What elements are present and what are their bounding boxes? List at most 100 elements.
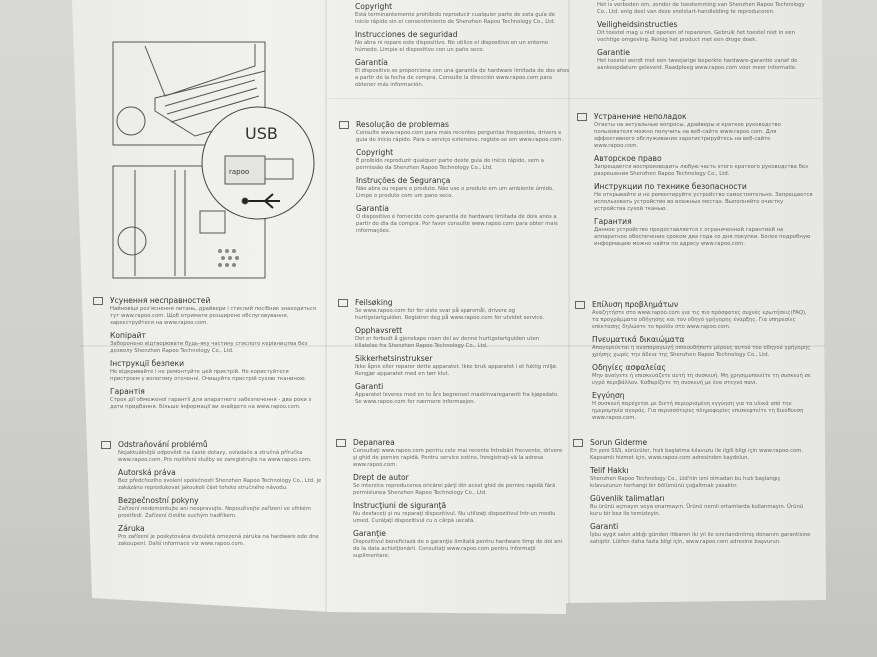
language-section-icon — [573, 439, 583, 447]
entry-body: Dit toestel mag u niet openen of reparer… — [597, 30, 796, 43]
manual-entry: CopyrightHet is verboden om, zonder de t… — [597, 0, 812, 16]
entry-heading: Copyright — [356, 148, 394, 157]
entry-heading: Οδηγίες ασφαλείας — [592, 363, 666, 372]
entry-body: É proibido reproduzir qualquer parte des… — [356, 158, 544, 171]
entry-body: Pro zařízení je poskytována dvouletá ome… — [118, 534, 319, 547]
entry-heading: Εγγύηση — [592, 391, 625, 400]
entry-heading: Усунення несправностей — [110, 296, 211, 305]
entry-heading: Sorun Giderme — [590, 438, 648, 447]
language-section-icon — [101, 441, 111, 449]
language-section-icon — [575, 301, 585, 309]
entry-body: Найновіші роз'яснення питань, драйвери і… — [110, 306, 316, 326]
section-nl: CopyrightHet is verboden om, zonder de t… — [597, 0, 812, 76]
entry-body: Η συσκευή παρέχεται με διετή περιορισμέν… — [592, 401, 804, 421]
entry-body: Не открывайте и не ремонтируйте устройст… — [594, 192, 813, 212]
entry-heading: Resolução de problemas — [356, 120, 449, 129]
fold-line — [568, 0, 570, 604]
usb-label: USB — [245, 124, 278, 143]
fold-line — [327, 98, 822, 99]
entry-heading: Garanţie — [353, 529, 386, 538]
entry-heading: Autorská práva — [118, 468, 176, 477]
entry-heading: Sikkerhetsinstrukser — [355, 354, 433, 363]
entry-heading: Telif Hakkı — [590, 466, 629, 475]
entry-heading: Копірайт — [110, 331, 146, 340]
entry-body: Данное устройство предоставляется с огра… — [594, 227, 811, 247]
desktop-port-callout — [117, 226, 147, 256]
desktop-panel — [112, 165, 266, 279]
entry-body: Consultaţi www.rapoo.com pentru cele mai… — [353, 448, 563, 468]
entry-heading: Garantia — [356, 204, 389, 213]
entry-body: Shenzhen Rapoo Technology Co., Ltd'nin i… — [590, 476, 781, 489]
fold-line — [325, 0, 327, 612]
entry-body: Αναζητήστε στο www.rapoo.com για τις πιο… — [592, 310, 807, 330]
entry-body: Dispozitivul beneficiază de o garanţie l… — [353, 539, 563, 559]
entry-heading: Πνευματικά δικαιώματα — [592, 335, 685, 344]
entry-body: El dispositivo se proporciona con una ga… — [355, 68, 570, 88]
entry-body: Μην ανοίγετε ή επισκευάζετε αυτή τη συσκ… — [592, 373, 811, 386]
entry-body: Não abra ou repare o produto. Não use o … — [356, 186, 554, 199]
language-section-icon — [338, 299, 348, 307]
entry-heading: Güvenlik talimatları — [590, 494, 665, 503]
entry-heading: Záruka — [118, 524, 145, 533]
entry-heading: Instrucciones de seguridad — [355, 30, 458, 39]
entry-body: Se www.rapoo.com for for siste svar på s… — [355, 308, 545, 321]
usb-symbol-icon — [245, 193, 280, 209]
entry-heading: Гарантія — [110, 387, 145, 396]
entry-heading: Veiligheidsinstructies — [597, 20, 678, 29]
laptop-port-callout — [116, 106, 146, 136]
entry-heading: Bezpečnostní pokyny — [118, 496, 199, 505]
entry-heading: Feilsøking — [355, 298, 393, 307]
entry-heading: Гарантия — [594, 217, 632, 226]
entry-body: Consulte www.rapoo.com para mais recente… — [356, 130, 564, 143]
usb-dongle — [224, 155, 266, 185]
laptop-pc-usb-diagram: rapoo — [112, 41, 315, 279]
entry-body: Bez předchozího svolení společnosti Shen… — [118, 478, 322, 491]
entry-body: Det er forbudt å gjenskape noen del av d… — [355, 336, 540, 349]
entry-body: Het is verboden om, zonder de toestemmin… — [597, 2, 805, 15]
entry-heading: Інструкції безпеки — [110, 359, 185, 368]
entry-heading: Instruções de Segurança — [356, 176, 451, 185]
entry-heading: Depanarea — [353, 438, 395, 447]
entry-body: O dispositivo é fornecido com garantia d… — [356, 214, 558, 234]
entry-heading: Opphavsrett — [355, 326, 403, 335]
entry-body: Απαγορεύεται η αναπαραγωγή οποιουδήποτε … — [592, 345, 811, 358]
